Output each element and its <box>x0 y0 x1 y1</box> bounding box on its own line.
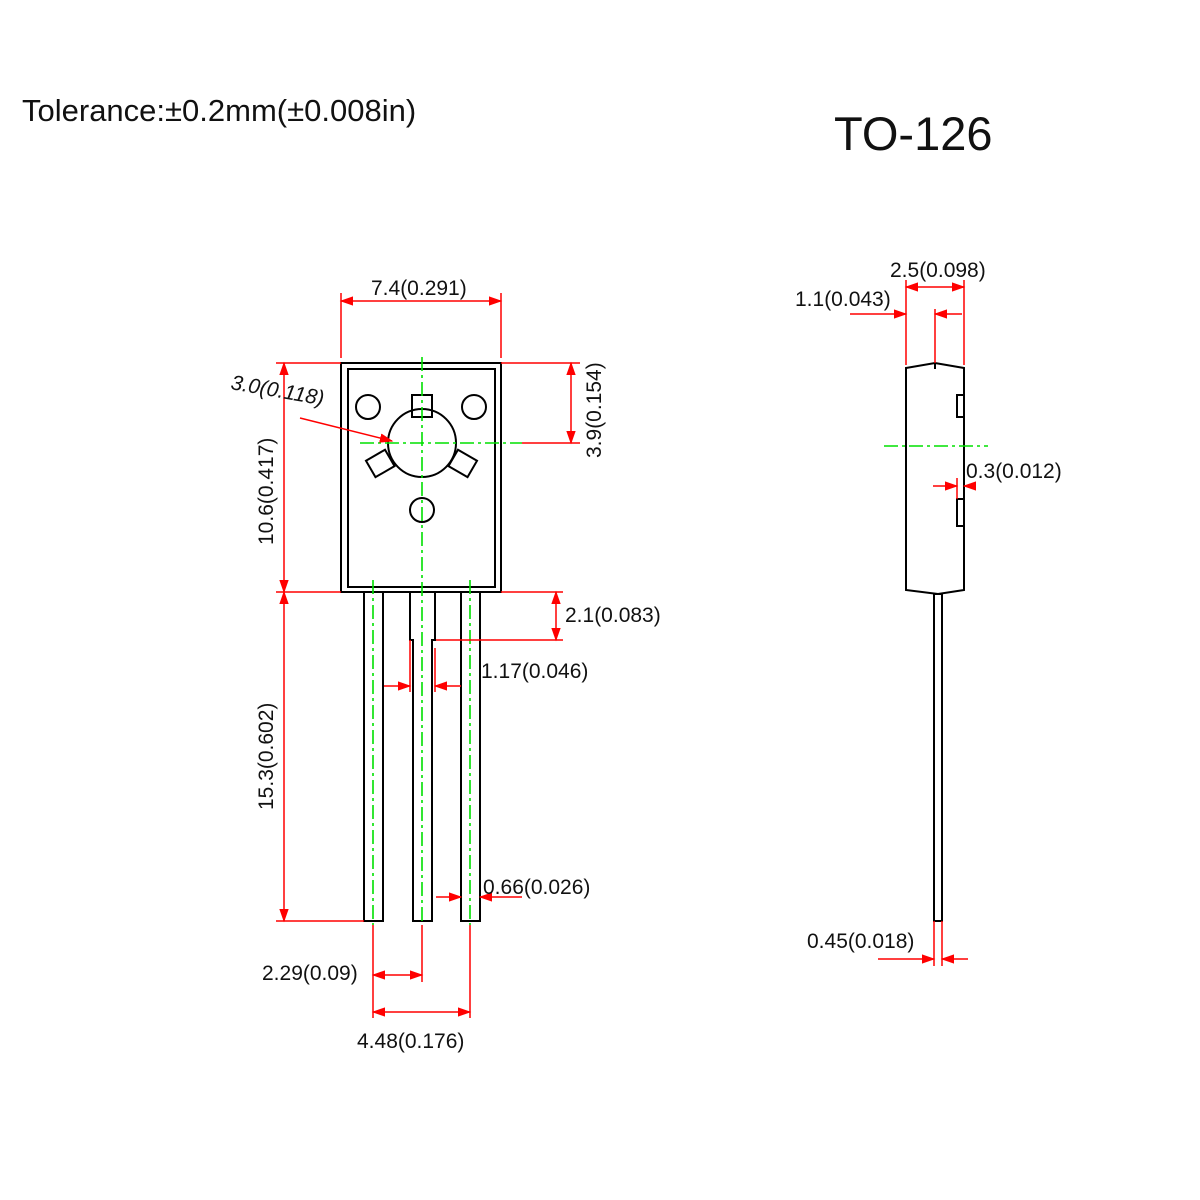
dim-lead-length: 15.3(0.602) <box>255 590 364 923</box>
hole-to-top-label: 3.9(0.154) <box>583 362 606 458</box>
tolerance-note: Tolerance:±0.2mm(±0.008in) <box>22 93 416 128</box>
lead-thickness-label: 0.45(0.018) <box>807 930 914 953</box>
lead-length-label: 15.3(0.602) <box>255 703 278 810</box>
dim-lead-pitch: 2.29(0.09) <box>262 925 424 1018</box>
ejector-mark-right <box>461 394 487 420</box>
lead-left <box>363 592 384 922</box>
dim-step-depth: 0.3(0.012) <box>933 460 1062 499</box>
lead-width-label: 0.66(0.026) <box>483 876 590 899</box>
center-lines <box>360 357 522 925</box>
dim-total-thickness: 2.5(0.098) <box>890 259 986 365</box>
dim-hole-diameter: 3.0(0.118) <box>229 371 394 443</box>
dim-lead-shoulder: 2.1(0.083) <box>436 590 661 642</box>
package-title: TO-126 <box>834 107 993 160</box>
shoulder-width-label: 1.17(0.046) <box>481 660 588 683</box>
side-view: 2.5(0.098) 1.1(0.043) 0.3(0.012) 0.45(0.… <box>795 259 1062 966</box>
outer-lead-span-label: 4.48(0.176) <box>357 1030 464 1053</box>
dim-outer-lead-span: 4.48(0.176) <box>357 925 472 1053</box>
ejector-mark-left <box>355 394 381 420</box>
dim-shoulder-width: 1.17(0.046) <box>384 640 588 692</box>
body-width-label: 7.4(0.291) <box>371 277 467 300</box>
dim-tab-thickness: 1.1(0.043) <box>795 288 962 363</box>
front-view: 7.4(0.291) 10.6(0.417) 3.9(0.154) 3.0(0.… <box>229 277 661 1053</box>
side-step-upper <box>956 394 965 418</box>
tab-thickness-label: 1.1(0.043) <box>795 288 891 311</box>
dim-body-width: 7.4(0.291) <box>339 277 503 358</box>
ejector-mark-bottom <box>409 497 435 523</box>
step-depth-label: 0.3(0.012) <box>966 460 1062 483</box>
total-thickness-label: 2.5(0.098) <box>890 259 986 282</box>
hole-diameter-label: 3.0(0.118) <box>229 371 326 410</box>
lead-pitch-label: 2.29(0.09) <box>262 962 358 985</box>
dim-lead-thickness: 0.45(0.018) <box>807 921 968 966</box>
side-body <box>905 361 965 596</box>
side-lead <box>933 593 943 922</box>
lead-right <box>460 592 481 922</box>
body-height-label: 10.6(0.417) <box>255 438 278 545</box>
dim-lead-width: 0.66(0.026) <box>436 876 590 902</box>
lead-shoulder-label: 2.1(0.083) <box>565 604 661 627</box>
package-body <box>340 362 502 593</box>
dim-hole-to-top: 3.9(0.154) <box>501 361 606 458</box>
dim-body-height: 10.6(0.417) <box>255 361 341 594</box>
side-step-lower <box>956 498 965 527</box>
